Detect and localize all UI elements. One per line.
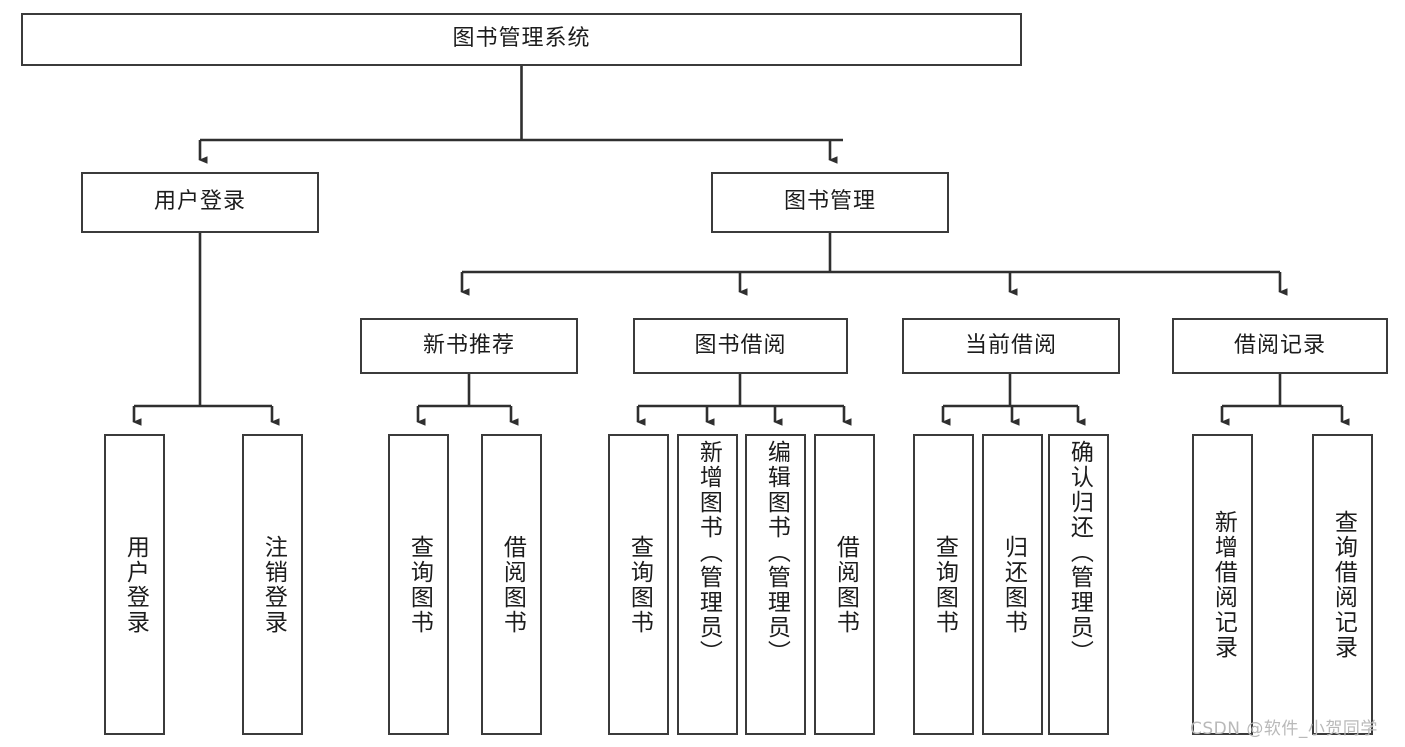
node-leaf-borrow-book[interactable]: 借阅图书 <box>814 434 875 735</box>
node-borrow-record-label: 借阅记录 <box>1233 332 1326 358</box>
node-leaf-query-borrow-record[interactable]: 查询借阅记录 <box>1312 434 1373 735</box>
node-current-borrow[interactable]: 当前借阅 <box>902 318 1120 374</box>
node-leaf-add-book-admin-label: 新增图书（管理员） <box>695 440 722 665</box>
node-leaf-logout-login[interactable]: 注销登录 <box>242 434 303 735</box>
node-leaf-user-login[interactable]: 用户登录 <box>104 434 165 735</box>
node-book-borrow[interactable]: 图书借阅 <box>633 318 848 374</box>
node-root-label: 图书管理系统 <box>452 26 591 52</box>
node-book-manage[interactable]: 图书管理 <box>711 172 949 233</box>
node-borrow-record[interactable]: 借阅记录 <box>1172 318 1388 374</box>
node-leaf-confirm-return-admin[interactable]: 确认归还（管理员） <box>1048 434 1109 735</box>
node-leaf-return-book-label: 归还图书 <box>1000 534 1027 635</box>
node-leaf-confirm-return-admin-label: 确认归还（管理员） <box>1066 440 1093 665</box>
node-root[interactable]: 图书管理系统 <box>21 13 1022 66</box>
node-user-login[interactable]: 用户登录 <box>81 172 319 233</box>
node-book-borrow-label: 图书借阅 <box>694 332 787 358</box>
node-leaf-logout-login-label: 注销登录 <box>260 534 287 635</box>
node-new-book-recommend-label: 新书推荐 <box>422 332 515 358</box>
node-new-book-recommend[interactable]: 新书推荐 <box>360 318 578 374</box>
node-leaf-borrow-book-rec[interactable]: 借阅图书 <box>481 434 542 735</box>
node-user-login-label: 用户登录 <box>153 189 246 215</box>
node-leaf-edit-book-admin[interactable]: 编辑图书（管理员） <box>745 434 806 735</box>
node-leaf-add-borrow-record[interactable]: 新增借阅记录 <box>1192 434 1253 735</box>
node-leaf-borrow-book-rec-label: 借阅图书 <box>499 534 526 635</box>
node-leaf-query-book-current[interactable]: 查询图书 <box>913 434 974 735</box>
node-leaf-user-login-label: 用户登录 <box>122 534 149 635</box>
node-leaf-query-borrow-record-label: 查询借阅记录 <box>1330 509 1357 660</box>
node-leaf-return-book[interactable]: 归还图书 <box>982 434 1043 735</box>
node-leaf-query-book-current-label: 查询图书 <box>931 534 958 635</box>
node-leaf-add-borrow-record-label: 新增借阅记录 <box>1210 509 1237 660</box>
node-leaf-add-book-admin[interactable]: 新增图书（管理员） <box>677 434 738 735</box>
node-leaf-query-book-rec-label: 查询图书 <box>406 534 433 635</box>
node-leaf-query-book-rec[interactable]: 查询图书 <box>388 434 449 735</box>
node-leaf-edit-book-admin-label: 编辑图书（管理员） <box>763 440 790 665</box>
node-leaf-borrow-book-label: 借阅图书 <box>832 534 859 635</box>
node-leaf-query-book-borrow[interactable]: 查询图书 <box>608 434 669 735</box>
node-book-manage-label: 图书管理 <box>783 189 876 215</box>
node-current-borrow-label: 当前借阅 <box>964 332 1057 358</box>
node-leaf-query-book-borrow-label: 查询图书 <box>626 534 653 635</box>
